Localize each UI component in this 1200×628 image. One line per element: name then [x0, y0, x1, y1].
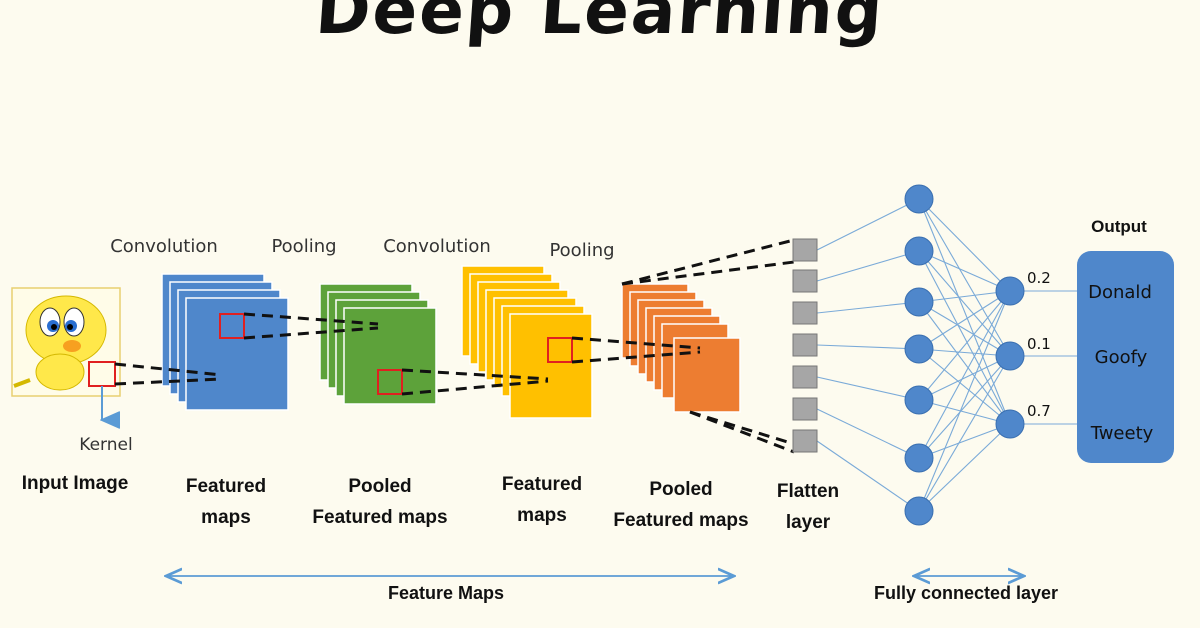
hidden-node — [904, 184, 934, 214]
label-pooled-2b: Featured maps — [613, 510, 748, 531]
connection-line — [918, 348, 1011, 425]
connection-line — [918, 301, 1011, 357]
hidden-node — [904, 385, 934, 415]
connection-line — [816, 301, 920, 314]
connection-line — [918, 348, 1011, 357]
connection-line — [816, 250, 920, 282]
connection-line — [816, 408, 920, 459]
flatten-cell — [792, 429, 818, 453]
output-label-1: Goofy — [1095, 347, 1148, 368]
output-node — [995, 276, 1025, 306]
label-convolution-2: Convolution — [383, 236, 491, 257]
connection-line — [918, 355, 1011, 459]
label-kernel: Kernel — [79, 435, 132, 455]
label-pooled-2a: Pooled — [649, 479, 712, 500]
label-feature-maps: Feature Maps — [388, 583, 504, 603]
output-prob-0: 0.2 — [1027, 269, 1051, 287]
hidden-node — [904, 287, 934, 317]
connection-line — [918, 250, 1011, 425]
connection-line — [918, 301, 1011, 425]
output-node — [995, 341, 1025, 371]
label-flatten-a: Flatten — [777, 481, 839, 502]
pool1-feature-maps — [319, 283, 437, 405]
hidden-node — [904, 236, 934, 266]
label-featured-maps-2a: Featured — [502, 474, 582, 495]
connection-line — [918, 355, 1011, 401]
output-label-0: Donald — [1088, 282, 1152, 303]
pool2-feature-maps — [621, 283, 741, 413]
output-prob-2: 0.7 — [1027, 402, 1051, 420]
connection-line — [816, 344, 920, 350]
connection-line — [816, 440, 920, 512]
label-output: Output — [1091, 217, 1147, 236]
connection-line — [918, 290, 1011, 459]
flatten-cell — [792, 301, 818, 325]
connection-line — [918, 290, 1011, 401]
input-image — [11, 287, 121, 397]
connection-line — [918, 198, 1011, 425]
connection-line — [918, 198, 1011, 357]
hidden-layer-2 — [995, 276, 1025, 439]
flatten-cell — [792, 269, 818, 293]
flatten-cell — [792, 333, 818, 357]
label-pooling-2: Pooling — [549, 240, 614, 261]
label-pooled-1a: Pooled — [348, 476, 411, 497]
dashed-connectors — [114, 238, 795, 454]
label-pooling-1: Pooling — [271, 236, 336, 257]
flatten-cell — [792, 397, 818, 421]
connection-line — [918, 290, 1011, 350]
hidden-node — [904, 496, 934, 526]
label-convolution-1: Convolution — [110, 236, 218, 257]
connection-line — [918, 355, 1011, 512]
connection-line — [918, 198, 1011, 292]
connection-line — [918, 423, 1011, 459]
label-featured-maps-2b: maps — [517, 505, 567, 526]
flatten-layer — [792, 238, 818, 453]
label-featured-maps-1b: maps — [201, 507, 251, 528]
label-flatten-b: layer — [786, 512, 831, 533]
connection-line — [816, 376, 920, 401]
conv2-feature-maps — [461, 265, 593, 419]
hidden-node — [904, 334, 934, 364]
connection-line — [918, 250, 1011, 357]
connection-line — [918, 290, 1011, 512]
label-pooled-1b: Featured maps — [312, 507, 447, 528]
label-fully-connected: Fully connected layer — [874, 583, 1058, 603]
label-featured-maps-1a: Featured — [186, 476, 266, 497]
connection-line — [918, 399, 1011, 425]
connection-line — [918, 290, 1011, 303]
connection-line — [918, 423, 1011, 512]
label-input-image: Input Image — [22, 473, 129, 494]
connection-line — [918, 250, 1011, 292]
fc-connections — [816, 198, 1078, 512]
output-prob-1: 0.1 — [1027, 335, 1051, 353]
flatten-cell — [792, 238, 818, 262]
flatten-cell — [792, 365, 818, 389]
output-box — [1077, 251, 1174, 463]
hidden-node — [904, 443, 934, 473]
connection-line — [816, 198, 920, 251]
output-node — [995, 409, 1025, 439]
output-label-2: Tweety — [1090, 423, 1154, 444]
hidden-layer-1 — [904, 184, 934, 526]
conv1-feature-maps — [161, 273, 289, 411]
